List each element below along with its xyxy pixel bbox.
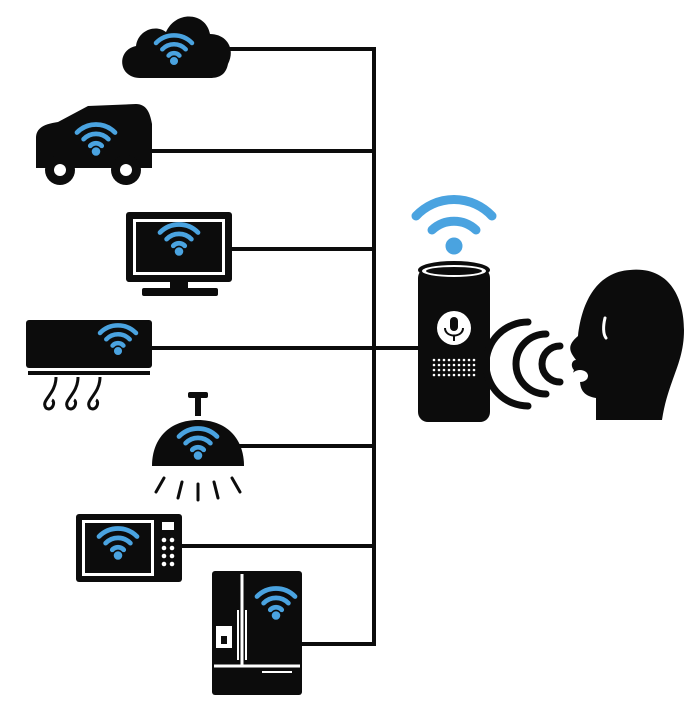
hub-wifi-icon — [411, 195, 497, 255]
microwave-icon — [76, 514, 182, 582]
cloud-icon — [122, 16, 231, 78]
speaker-grille — [432, 358, 476, 377]
lamp-icon — [152, 392, 244, 502]
air-conditioner-icon — [26, 320, 152, 411]
tv-icon — [126, 212, 232, 296]
fridge-icon — [212, 571, 302, 695]
speaking-head-icon — [482, 269, 684, 420]
connection-lines — [150, 47, 420, 646]
car-icon — [36, 104, 152, 185]
smart-speaker-icon — [411, 195, 497, 422]
microphone-icon — [444, 317, 464, 341]
sound-waves-icon — [482, 318, 564, 410]
